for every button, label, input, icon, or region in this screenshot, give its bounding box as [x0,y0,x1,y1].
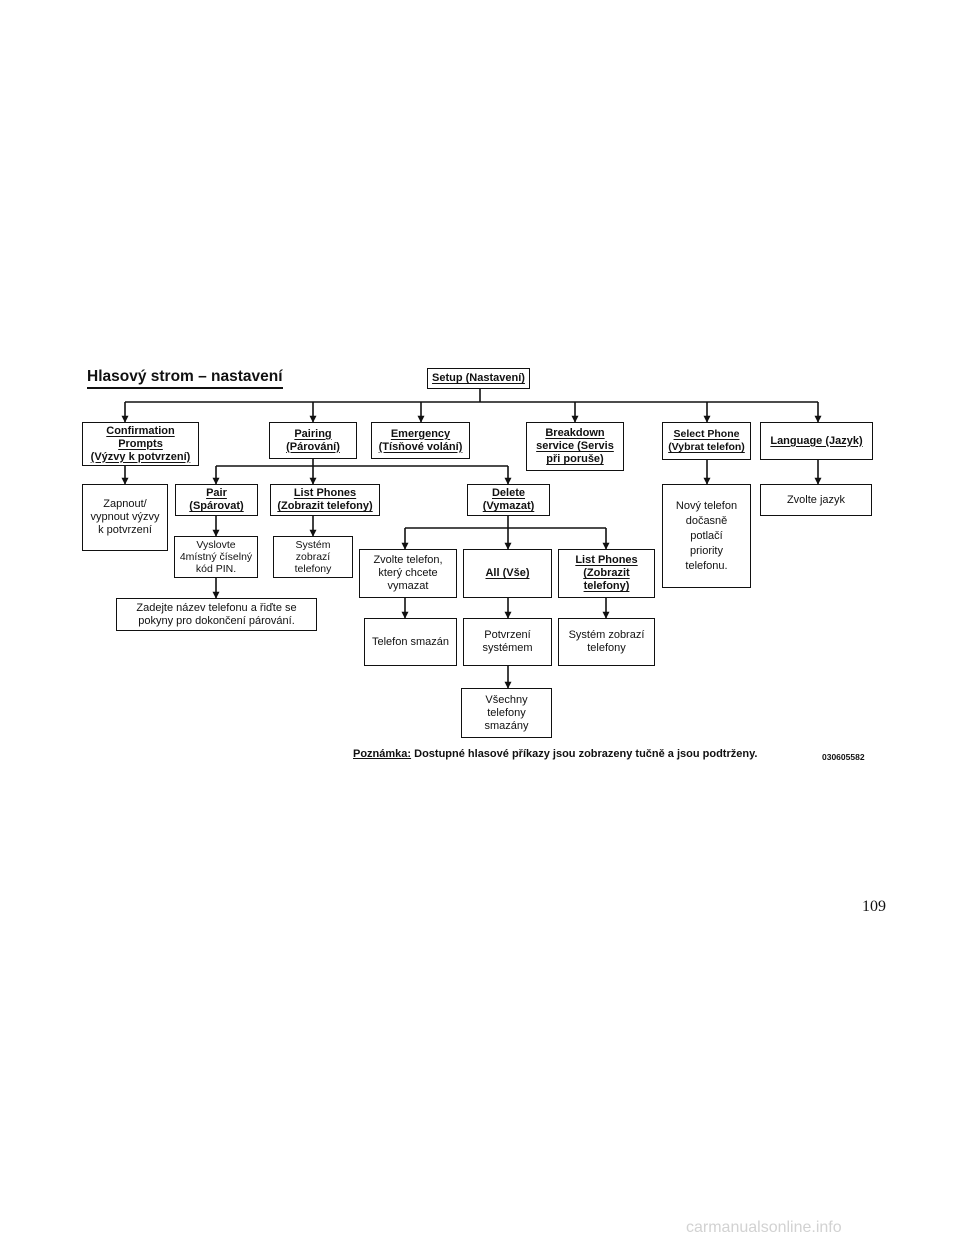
node-label: List Phones [575,554,638,566]
delete-list-phones-node: List Phones (Zobrazit telefony) [558,549,655,598]
watermark: carmanualsonline.info [686,1219,842,1236]
node-label: telefony [294,563,332,575]
footnote-label: Poznámka: [353,748,412,760]
node-label: (Tísňové volání) [378,440,463,453]
node-label: (Zobrazit [583,567,630,579]
confirmation-prompts-node: Confirmation Prompts (Výzvy k potvrzení) [82,422,199,466]
node-label: (Spárovat) [189,500,244,512]
node-label: Emergency [390,427,451,440]
node-label: potlačí [690,529,723,542]
node-label: Setup (Nastavení) [432,372,525,384]
select-phone-result-node: Nový telefon dočasně potlačí priority te… [662,484,751,588]
all-node: All (Vše) [463,549,552,598]
node-label: vypnout výzvy [90,511,160,523]
node-label: Potvrzení [484,629,531,641]
node-label: Zapnout/ [103,498,147,510]
setup-node: Setup (Nastavení) [427,368,530,389]
node-label: Nový telefon [675,499,738,512]
node-label: 4místný číselný [179,551,253,563]
node-label: kód PIN. [195,563,237,575]
select-phone-node: Select Phone (Vybrat telefon) [662,422,751,460]
node-label: Pair [206,487,227,499]
node-label: telefony [587,642,626,654]
node-label: při poruše) [546,453,604,465]
node-label: zobrazí [295,551,331,563]
node-label: k potvrzení [98,524,152,536]
node-label: telefonu. [685,559,728,572]
phone-deleted-node: Telefon smazán [364,618,457,666]
node-label: smazány [484,719,529,732]
pair-name-step-node: Zadejte název telefonu a řiďte se pokyny… [116,598,317,631]
list-phones-result-node: Systém zobrazí telefony [273,536,353,578]
footnote-text: Dostupné hlasové příkazy jsou zobrazeny … [414,748,758,760]
node-label: Confirmation [106,424,175,437]
node-label: dočasně [685,514,728,527]
node-label: Systém [295,539,331,551]
footnote: Poznámka: Dostupné hlasové příkazy jsou … [353,748,757,760]
node-label: (Výzvy k potvrzení) [90,450,191,463]
confirmation-result-node: Zapnout/ vypnout výzvy k potvrzení [82,484,168,551]
node-label: Všechny [485,693,528,706]
node-label: service (Servis [536,440,614,452]
node-label: systémem [482,642,533,654]
list-phones-node: List Phones (Zobrazit telefony) [270,484,380,516]
node-label: (Zobrazit telefony) [277,500,373,512]
figure-code: 030605582 [822,752,865,762]
node-label: telefony [487,706,526,719]
diagram-title: Hlasový strom – nastavení [87,368,283,389]
language-node: Language (Jazyk) [760,422,873,460]
node-label: Vyslovte [196,539,236,551]
node-label: (Párování) [286,440,340,453]
node-label: priority [689,544,723,557]
node-label: vymazat [387,580,429,592]
all-deleted-node: Všechny telefony smazány [461,688,552,738]
node-label: Telefon smazán [371,635,450,648]
node-label: All (Vše) [485,567,530,579]
node-label: Pairing [294,427,332,440]
language-result-node: Zvolte jazyk [760,484,872,516]
node-label: Language (Jazyk) [770,434,863,447]
choose-phone-node: Zvolte telefon, který chcete vymazat [359,549,457,598]
node-label: (Vybrat telefon) [668,441,745,453]
node-label: (Vymazat) [482,500,535,512]
node-label: Zvolte jazyk [786,493,846,506]
node-label: Systém zobrazí [568,629,645,641]
node-label: pokyny pro dokončení párování. [138,614,295,627]
emergency-node: Emergency (Tísňové volání) [371,422,470,459]
pair-pin-step-node: Vyslovte 4místný číselný kód PIN. [174,536,258,578]
node-label: Select Phone [673,428,740,440]
node-label: telefony) [583,580,630,592]
node-label: Delete [491,487,526,499]
node-label: který chcete [378,567,438,579]
pair-node: Pair (Spárovat) [175,484,258,516]
delete-node: Delete (Vymazat) [467,484,550,516]
node-label: Prompts [118,437,163,450]
node-label: List Phones [293,487,357,499]
breakdown-service-node: Breakdown service (Servis při poruše) [526,422,624,471]
node-label: Zvolte telefon, [373,554,443,566]
page-number: 109 [862,898,886,915]
system-confirmation-node: Potvrzení systémem [463,618,552,666]
pairing-node: Pairing (Párování) [269,422,357,459]
node-label: Zadejte název telefonu a řiďte se [136,601,297,614]
node-label: Breakdown [545,427,605,439]
system-shows-phones-node: Systém zobrazí telefony [558,618,655,666]
